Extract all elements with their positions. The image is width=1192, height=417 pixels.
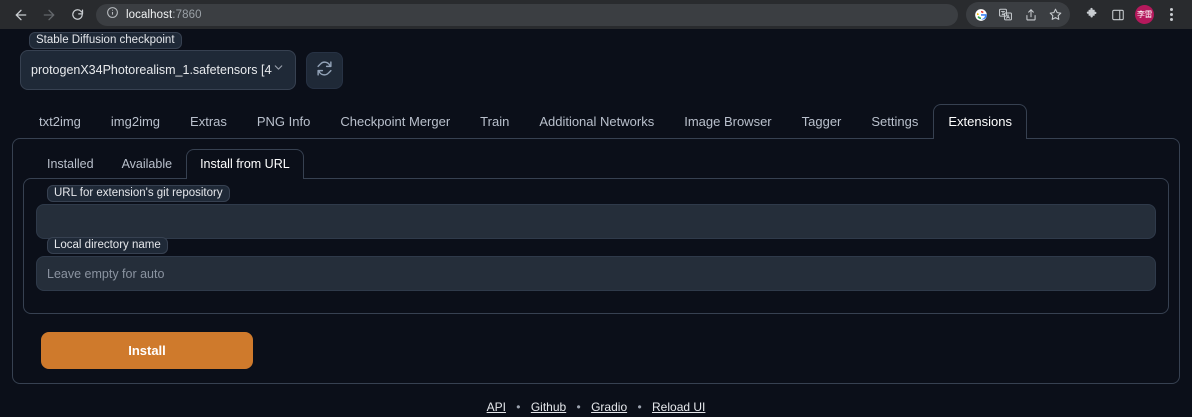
footer-links: API • Github • Gradio • Reload UI xyxy=(12,400,1180,414)
avatar[interactable]: 李雷 xyxy=(1135,5,1154,24)
address-bar[interactable]: localhost:7860 xyxy=(96,3,958,26)
tab-png-info[interactable]: PNG Info xyxy=(256,114,311,129)
tab-image-browser[interactable]: Image Browser xyxy=(684,114,772,129)
git-url-label: URL for extension's git repository xyxy=(47,185,230,202)
browser-toolbar: localhost:7860 李雷 xyxy=(0,0,1192,29)
checkpoint-value: protogenX34Photorealism_1.safetensors [4… xyxy=(31,63,272,77)
url-host: localhost xyxy=(126,8,173,21)
footer-link-gradio[interactable]: Gradio xyxy=(591,400,628,414)
subtab-available[interactable]: Available xyxy=(121,157,173,171)
checkpoint-toolbar: Stable Diffusion checkpoint protogenX34P… xyxy=(12,29,1180,94)
refresh-checkpoints-button[interactable] xyxy=(306,52,343,89)
tab-extras[interactable]: Extras xyxy=(190,114,227,129)
chevron-down-icon[interactable] xyxy=(272,61,285,79)
tab-extensions[interactable]: Extensions xyxy=(933,104,1027,139)
google-lens-icon[interactable] xyxy=(968,2,993,27)
local-dir-label: Local directory name xyxy=(47,237,168,254)
forward-arrow-icon[interactable] xyxy=(36,2,62,28)
tab-additional-networks[interactable]: Additional Networks xyxy=(539,114,655,129)
tab-train[interactable]: Train xyxy=(480,114,510,129)
checkpoint-dropdown[interactable]: protogenX34Photorealism_1.safetensors [4… xyxy=(20,50,296,90)
git-url-field-group: URL for extension's git repository xyxy=(36,185,1156,239)
site-info-icon[interactable] xyxy=(106,6,119,24)
install-button[interactable]: Install xyxy=(41,332,253,369)
tab-checkpoint-merger[interactable]: Checkpoint Merger xyxy=(340,114,451,129)
tab-settings[interactable]: Settings xyxy=(871,114,919,129)
subtab-install-from-url[interactable]: Install from URL xyxy=(186,149,304,179)
install-from-url-form: URL for extension's git repository Local… xyxy=(23,178,1169,314)
share-icon[interactable] xyxy=(1018,2,1043,27)
footer: API • Github • Gradio • Reload UI python… xyxy=(12,400,1180,417)
back-arrow-icon[interactable] xyxy=(8,2,34,28)
omnibox-action-group xyxy=(966,2,1070,27)
address-bar-text: localhost:7860 xyxy=(126,9,202,21)
footer-link-api[interactable]: API xyxy=(486,400,506,414)
app-page: Stable Diffusion checkpoint protogenX34P… xyxy=(0,29,1192,417)
main-tabs: txt2img img2img Extras PNG Info Checkpoi… xyxy=(12,104,1180,139)
footer-link-github[interactable]: Github xyxy=(530,400,567,414)
browser-action-icons: 李雷 xyxy=(966,2,1184,27)
side-panel-icon[interactable] xyxy=(1105,2,1130,27)
footer-separator: • xyxy=(576,400,581,414)
tab-tagger[interactable]: Tagger xyxy=(801,114,842,129)
tab-txt2img[interactable]: txt2img xyxy=(39,114,81,129)
local-dir-input[interactable] xyxy=(36,256,1156,291)
refresh-icon xyxy=(316,60,333,82)
local-dir-field-group: Local directory name xyxy=(36,237,1156,291)
three-dot-menu-icon[interactable] xyxy=(1159,2,1184,27)
reload-icon[interactable] xyxy=(64,2,90,28)
checkpoint-selector[interactable]: Stable Diffusion checkpoint protogenX34P… xyxy=(20,32,296,90)
footer-separator: • xyxy=(637,400,642,414)
tab-img2img[interactable]: img2img xyxy=(110,114,161,129)
subtab-installed[interactable]: Installed xyxy=(47,157,94,171)
url-port: :7860 xyxy=(172,8,202,21)
checkpoint-label: Stable Diffusion checkpoint xyxy=(29,32,182,49)
footer-link-reload-ui[interactable]: Reload UI xyxy=(652,400,706,414)
extensions-puzzle-icon[interactable] xyxy=(1079,2,1104,27)
extensions-sub-tabs: Installed Available Install from URL xyxy=(23,149,1169,179)
footer-separator: • xyxy=(516,400,521,414)
git-url-input[interactable] xyxy=(36,204,1156,239)
bookmark-star-icon[interactable] xyxy=(1043,2,1068,27)
translate-icon[interactable] xyxy=(993,2,1018,27)
extensions-panel: Installed Available Install from URL URL… xyxy=(12,138,1180,384)
